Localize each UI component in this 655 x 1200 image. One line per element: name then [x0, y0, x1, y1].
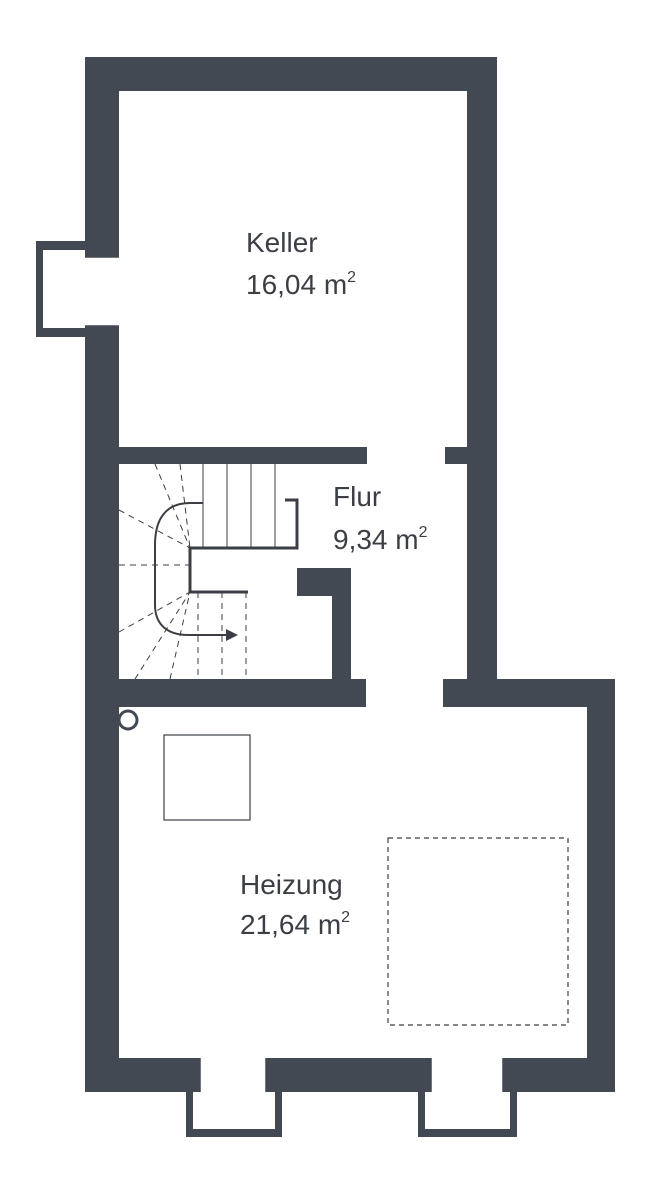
svg-text:16,04 m2: 16,04 m2: [246, 269, 356, 300]
stair-walking-line: [154, 502, 228, 636]
wall-flur-stub-vertical: [332, 568, 351, 679]
wall-left: [85, 57, 119, 1092]
svg-text:Heizung: Heizung: [240, 869, 343, 900]
svg-text:21,64 m2: 21,64 m2: [240, 909, 350, 940]
room-area-flur: 9,34 m: [333, 524, 419, 555]
wall-top: [85, 57, 497, 91]
wall-keller-flur-left: [119, 447, 367, 464]
unit-exponent: 2: [419, 524, 428, 541]
unit-exponent: 2: [347, 269, 356, 286]
wall-right-upper: [467, 57, 497, 707]
unit-exponent: 2: [341, 909, 350, 926]
wall-bottom: [85, 1058, 615, 1092]
walls: [85, 57, 615, 1092]
staircase-symbol: [118, 463, 299, 680]
room-name-heizung: Heizung: [240, 869, 343, 900]
room-name-keller: Keller: [246, 227, 318, 258]
room-area-keller: 16,04 m: [246, 269, 347, 300]
window-left: [36, 241, 119, 337]
wall-stair-bottom: [119, 679, 366, 707]
svg-text:Flur: Flur: [333, 481, 381, 512]
room-area-heizung: 21,64 m: [240, 909, 341, 940]
wall-right-lower: [587, 679, 615, 1092]
wall-heizung-top-right: [443, 679, 615, 707]
window-bottom-left: [186, 1058, 282, 1137]
room-label-heizung: Heizung 21,64 m2: [240, 869, 350, 940]
chimney-flue-circle: [117, 709, 139, 731]
room-label-flur: Flur 9,34 m2: [333, 481, 428, 555]
window-bottom-right: [418, 1058, 517, 1137]
boiler-square: [163, 734, 251, 821]
tank-dashed-outline: [387, 837, 569, 1026]
svg-text:Keller: Keller: [246, 227, 318, 258]
room-name-flur: Flur: [333, 481, 381, 512]
room-label-keller: Keller 16,04 m2: [246, 227, 356, 300]
wall-keller-flur-right: [445, 447, 467, 464]
svg-text:9,34 m2: 9,34 m2: [333, 524, 428, 555]
